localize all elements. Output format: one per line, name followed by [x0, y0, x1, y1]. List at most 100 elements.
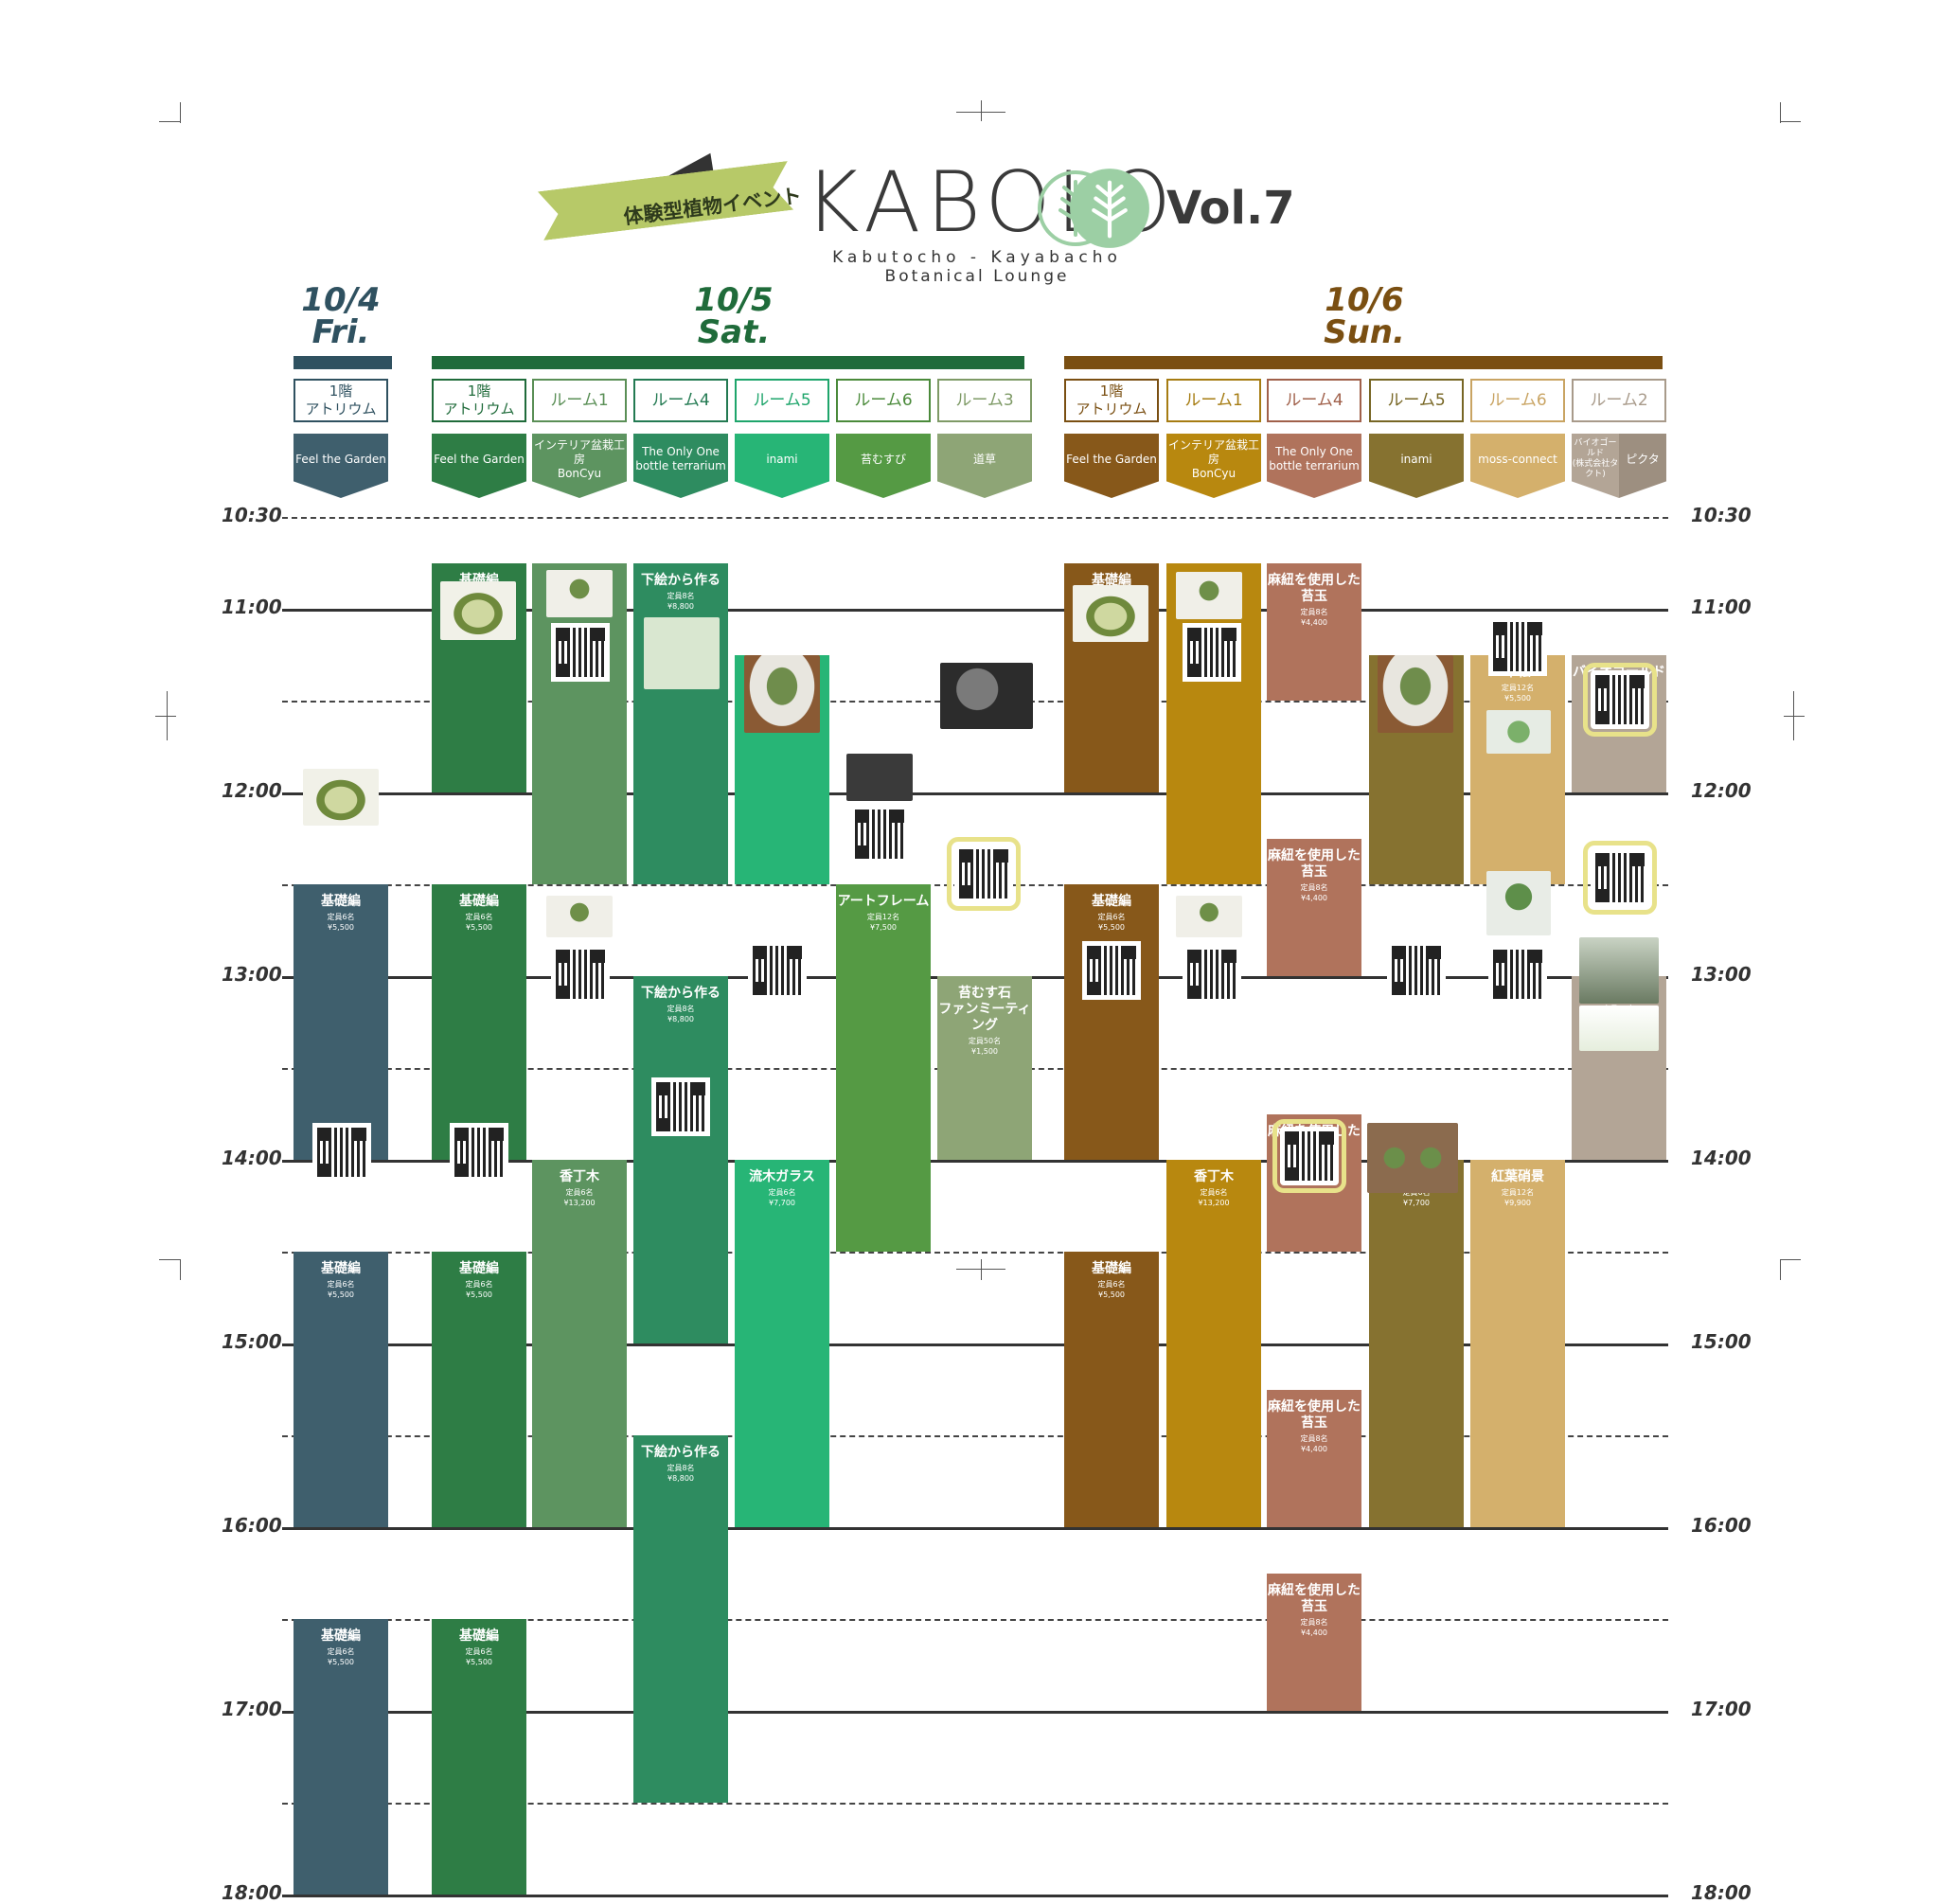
event-block: 紅葉硝景定員12名 ¥9,900 — [1470, 1160, 1565, 1527]
event-block: 下絵から作る定員8名 ¥8,800 — [633, 976, 728, 1343]
hour-line — [282, 1160, 1668, 1163]
time-label-left: 14:00 — [222, 1147, 282, 1169]
event-type-ribbon: 体験型植物イベント — [540, 152, 803, 237]
program-header: Feel the Garden — [1064, 434, 1159, 498]
event-title: 苔むす石 ファンミーティング — [938, 986, 1031, 1033]
event-details: 定員6名 ¥5,500 — [1097, 913, 1126, 932]
crop-mark — [159, 1259, 180, 1260]
event-photo — [1073, 585, 1148, 642]
event-details: 定員12名 ¥9,900 — [1501, 1188, 1535, 1207]
event-block: 香丁木定員6名 ¥13,200 — [1166, 1160, 1261, 1527]
event-details: 定員6名 ¥5,500 — [465, 1280, 493, 1299]
event-block: 基礎編定員6名 ¥5,500 — [1064, 1252, 1159, 1527]
qr-pattern — [1187, 628, 1236, 677]
event-details: 定員8名 ¥8,800 — [667, 591, 695, 611]
crop-mark — [1780, 1259, 1781, 1280]
program-header: The Only One bottle terrarium — [1267, 434, 1361, 498]
leaf-logo-icon — [1070, 169, 1149, 248]
event-title: 基礎編 — [1092, 572, 1131, 588]
event-photo — [940, 663, 1033, 729]
day-date-sun: 10/6 Sun. — [1303, 284, 1426, 348]
time-label-left: 18:00 — [222, 1881, 282, 1904]
time-label-right: 18:00 — [1691, 1881, 1752, 1904]
qr-pattern — [959, 849, 1008, 899]
qr-code-icon — [1183, 945, 1241, 1004]
crop-mark — [155, 716, 176, 717]
event-photo — [1176, 572, 1242, 619]
event-photo — [1486, 710, 1551, 754]
qr-code-icon — [1488, 617, 1547, 676]
program-header: inami — [735, 434, 829, 498]
program-header: Feel the Garden — [294, 434, 388, 498]
qr-pattern — [753, 946, 802, 995]
time-label-left: 12:00 — [222, 779, 282, 802]
crop-mark — [180, 1259, 181, 1280]
event-title: 基礎編 — [321, 894, 361, 909]
event-block: 香丁木定員6名 ¥13,200 — [532, 1160, 627, 1527]
hour-line — [282, 1527, 1668, 1530]
crop-mark — [1780, 102, 1781, 123]
event-details: 定員6名 ¥5,500 — [465, 1647, 493, 1666]
event-details: 定員6名 ¥5,500 — [327, 1647, 355, 1666]
event-title: 基礎編 — [459, 1628, 499, 1644]
event-title: 麻紐を使用した 苔玉 — [1268, 1582, 1361, 1614]
time-label-left: 11:00 — [222, 596, 282, 618]
program-header: インテリア盆栽工房 BonCyu — [532, 434, 627, 498]
time-label-left: 13:00 — [222, 963, 282, 986]
event-block: 麻紐を使用した 苔玉定員8名 ¥4,400 — [1267, 1573, 1361, 1711]
event-title: 香丁木 — [1194, 1169, 1234, 1184]
half-hour-line — [282, 1252, 1668, 1254]
event-block: 麻紐を使用した 苔玉定員8名 ¥4,400 — [1267, 838, 1361, 976]
qr-pattern — [1493, 950, 1542, 999]
event-details: 定員6名 ¥7,700 — [768, 1188, 796, 1207]
subtitle-line2: Botanical Lounge — [884, 267, 1070, 286]
qr-code-icon — [1272, 1119, 1346, 1193]
event-photo — [1176, 896, 1242, 937]
qr-code-icon — [947, 837, 1021, 911]
event-title: 流木ガラス — [749, 1169, 815, 1184]
room-label: ルーム1 — [1166, 379, 1261, 422]
event-photo — [1378, 655, 1453, 733]
event-details: 定員6名 ¥5,500 — [1097, 1280, 1126, 1299]
crop-mark — [981, 1259, 982, 1280]
event-photo — [1579, 1005, 1659, 1051]
time-label-left: 10:30 — [222, 504, 282, 526]
qr-pattern — [1187, 950, 1236, 999]
room-label: 1階 アトリウム — [294, 379, 388, 422]
program-header: moss-connect — [1470, 434, 1565, 498]
event-photo — [644, 617, 720, 689]
qr-pattern — [1285, 1131, 1334, 1181]
event-details: 定員8名 ¥8,800 — [667, 1005, 695, 1023]
qr-code-icon — [551, 623, 610, 682]
time-label-right: 17:00 — [1691, 1698, 1752, 1720]
qr-code-icon — [850, 805, 909, 863]
qr-code-icon — [312, 1123, 371, 1182]
event-block: 麻紐を使用した 苔玉定員8名 ¥4,400 — [1267, 1389, 1361, 1527]
event-block: 下絵から作る定員8名 ¥8,800 — [633, 562, 728, 884]
event-title: 基礎編 — [1092, 894, 1131, 909]
program-header: ピクタ — [1619, 434, 1666, 498]
event-photo — [1579, 937, 1659, 1004]
event-title: 下絵から作る — [641, 1445, 720, 1460]
half-hour-line — [282, 517, 1668, 519]
event-block: 基礎編定員6名 ¥5,500 — [294, 1619, 388, 1895]
qr-code-icon — [1583, 841, 1657, 915]
qr-pattern — [1087, 946, 1136, 995]
time-label-left: 15:00 — [222, 1330, 282, 1353]
room-label: ルーム6 — [836, 379, 931, 422]
crop-mark — [1780, 121, 1801, 122]
event-block: アートフレーム定員12名 ¥7,500 — [836, 884, 931, 1252]
event-title: 基礎編 — [321, 1261, 361, 1276]
event-title: 紅葉硝景 — [1491, 1169, 1544, 1184]
event-title: 香丁木 — [560, 1169, 599, 1184]
qr-code-icon — [1488, 945, 1547, 1004]
room-label: 1階 アトリウム — [1064, 379, 1159, 422]
event-details: 定員12名 ¥7,500 — [866, 913, 900, 932]
event-title: 基礎編 — [1092, 1261, 1131, 1276]
day-dow: Sat. — [697, 313, 771, 351]
day-date: 10/6 — [1325, 281, 1404, 319]
time-label-right: 10:30 — [1691, 504, 1752, 526]
event-details: 定員8名 ¥8,800 — [667, 1464, 695, 1483]
time-label-right: 13:00 — [1691, 963, 1752, 986]
room-label: ルーム5 — [1369, 379, 1464, 422]
